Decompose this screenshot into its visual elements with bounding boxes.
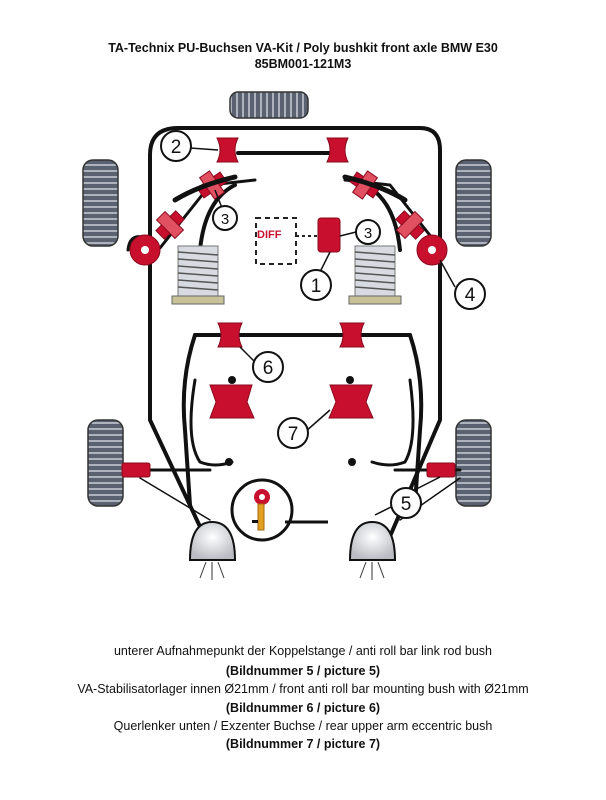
wheel-front-left [82, 159, 119, 247]
bush-2-right [326, 137, 349, 163]
headlamp-left [188, 520, 237, 580]
bush-1 [317, 217, 341, 253]
caption-6-ref: (Bildnummer 6 / picture 6) [225, 701, 381, 715]
caption-5-text: unterer Aufnahmepunkt der Koppelstange /… [113, 644, 492, 658]
callout-7-label: 7 [288, 424, 299, 445]
callout-1-label: 1 [311, 276, 322, 297]
caption-7-ref: (Bildnummer 7 / picture 7) [225, 737, 381, 751]
callout-4 [454, 278, 486, 310]
caption-5-ref: (Bildnummer 5 / picture 5) [225, 664, 381, 678]
wheel-rear-left [87, 419, 124, 507]
key-icon [252, 489, 270, 531]
coil-spring-right [348, 245, 402, 305]
callout-6 [252, 351, 284, 383]
wheel-rear-right [455, 419, 492, 507]
bush-5-left [121, 462, 151, 478]
caption-7-text: Querlenker unten / Exzenter Buchse / rea… [113, 719, 493, 733]
bush-7-right [328, 384, 374, 419]
diff-label: DIFF [257, 229, 282, 241]
anti-roll-bar-left [172, 174, 238, 203]
callout-3-left [212, 205, 238, 231]
wheel-front-right [455, 159, 492, 247]
bush-6-right [339, 322, 365, 348]
anti-roll-bar-right [342, 174, 408, 203]
callout-3-left-label: 3 [221, 211, 229, 228]
callout-3-right-label: 3 [364, 225, 372, 242]
diff-outline [255, 217, 297, 265]
coil-spring-left [171, 245, 225, 305]
callout-2-label: 2 [171, 137, 182, 158]
bush-5-right [426, 462, 456, 478]
callout-7 [277, 417, 309, 449]
bush-6-left [217, 322, 243, 348]
headlamp-right [348, 520, 397, 580]
callout-5 [390, 487, 422, 519]
callout-4-label: 4 [465, 285, 476, 306]
bush-3-left-lower [155, 210, 185, 240]
bush-7-left [209, 384, 255, 419]
callout-3-right [355, 219, 381, 245]
spare-tire [229, 91, 309, 119]
callout-2 [160, 130, 192, 162]
bush-2-left [216, 137, 239, 163]
bush-3-right-lower [395, 210, 425, 240]
suspension-diagram: DIFF [82, 91, 492, 580]
callout-1 [300, 269, 332, 301]
callout-6-label: 6 [263, 358, 274, 379]
callout-5-label: 5 [401, 494, 412, 515]
caption-6-text: VA-Stabilisatorlager innen Ø21mm / front… [77, 682, 529, 696]
part-number: 85BM001-121M3 [254, 57, 352, 71]
page-title: TA-Technix PU-Buchsen VA-Kit / Poly bush… [108, 41, 498, 55]
